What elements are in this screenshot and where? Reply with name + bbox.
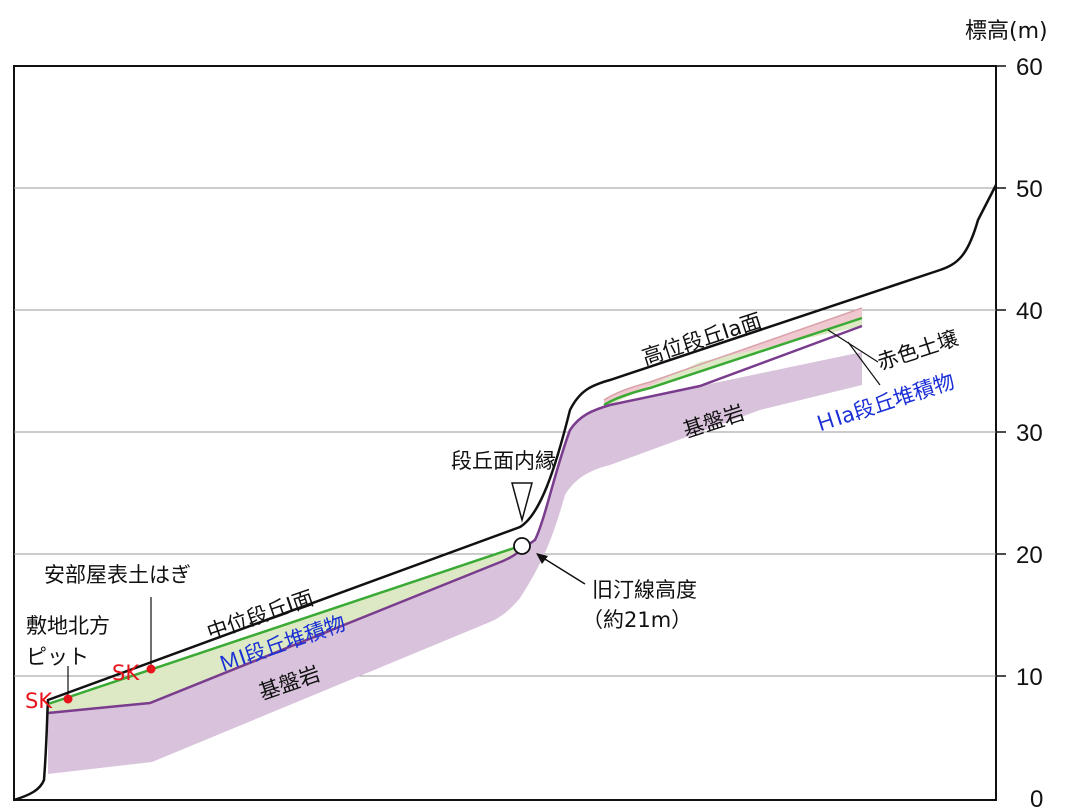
bedrock-top-line: [47, 324, 863, 715]
inner-edge-triangle-icon: [511, 482, 533, 523]
old-shoreline-marker: [513, 537, 531, 555]
hia-deposit-leader-line: [847, 341, 881, 386]
sk-marker-abeya: [146, 664, 156, 674]
bedrock-fill: [48, 352, 862, 774]
y-tick-50: 50: [1016, 176, 1043, 203]
abeya-stripping-label: 安部屋表土はぎ: [44, 563, 191, 587]
hia-deposit-top-line: [603, 316, 863, 407]
y-tick-40: 40: [1016, 298, 1043, 325]
y-axis-unit-label: 標高(m): [965, 19, 1048, 44]
old-shoreline-label-line1: 旧汀線高度: [592, 578, 697, 602]
shoreline-leader-arrow: [536, 553, 586, 585]
y-tick-20: 20: [1016, 542, 1043, 569]
y-tick-30: 30: [1016, 420, 1043, 447]
y-tick-0: 0: [1030, 786, 1043, 811]
y-axis-ticks: [996, 65, 1006, 677]
mi-deposit-fill: [48, 546, 530, 713]
north-pit-label-line1: 敷地北方: [26, 614, 110, 638]
red-soil-top-line: [603, 307, 863, 401]
sk-label-north-pit: SK: [25, 689, 53, 713]
y-tick-60: 60: [1016, 54, 1043, 81]
red-soil-leader-line: [827, 329, 879, 363]
mi-deposit-top-line: [47, 544, 521, 706]
north-pit-label-line2: ピット: [26, 645, 89, 669]
sk-marker-north-pit: [63, 694, 73, 704]
old-shoreline-label-line2: （約21m）: [582, 608, 692, 632]
ground-surface-line: [13, 184, 998, 802]
terrace-inner-edge-label: 段丘面内縁: [451, 449, 556, 473]
y-tick-10: 10: [1016, 664, 1043, 691]
sk-label-abeya: SK: [112, 661, 140, 685]
